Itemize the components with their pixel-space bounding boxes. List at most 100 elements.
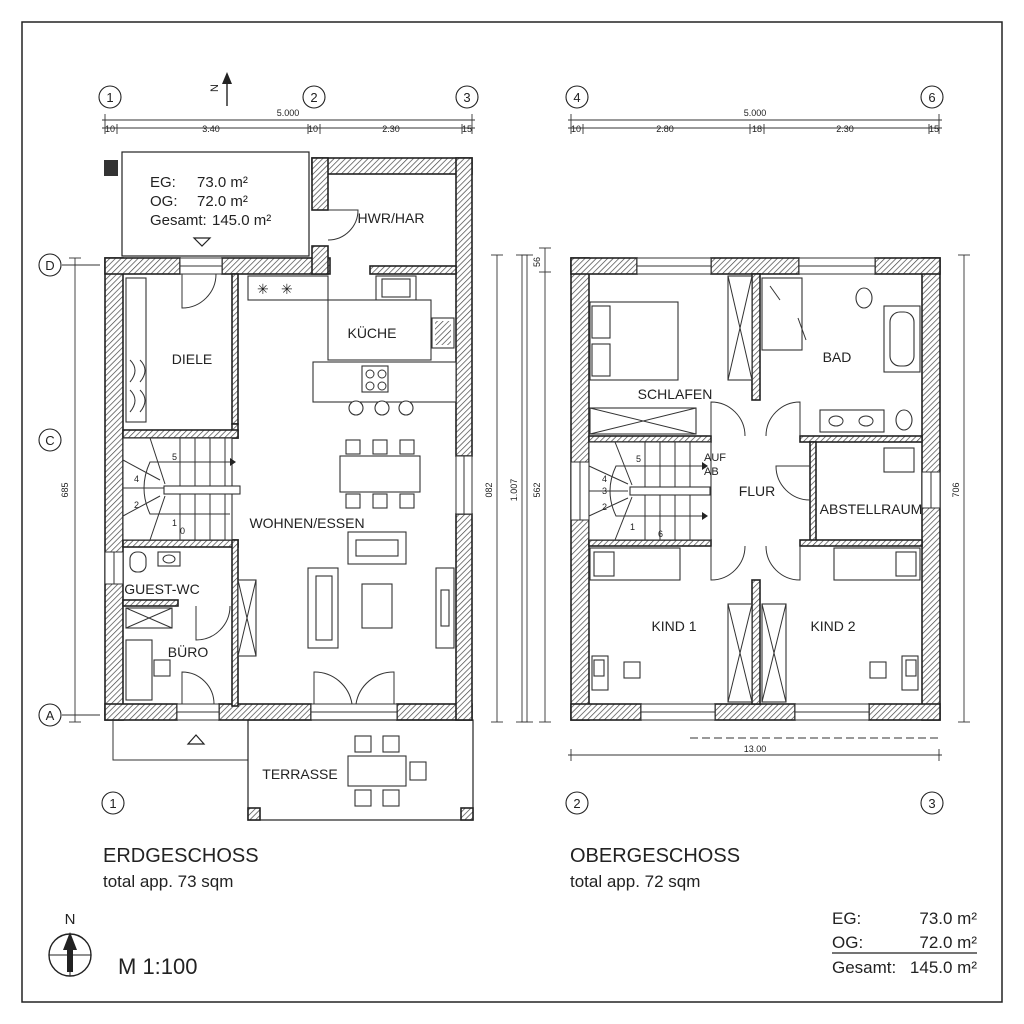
grid-label: 6 — [928, 90, 935, 105]
room-label-kind2: KIND 2 — [810, 618, 855, 634]
dimension-vertical: 082 — [484, 482, 494, 497]
grid-label: A — [46, 708, 55, 723]
og-walls — [570, 257, 941, 721]
scale-label: M 1:100 — [118, 954, 198, 979]
eg-room-labels: HWR/HAR KÜCHE DIELE WOHNEN/ESSEN GUEST-W… — [124, 210, 424, 660]
room-label-kind1: KIND 1 — [651, 618, 696, 634]
og-doors — [710, 401, 811, 581]
stair-step-number: 2 — [134, 500, 139, 510]
stair-step-number: 6 — [658, 529, 663, 539]
svg-text:N: N — [209, 84, 221, 92]
dimension-segment: 10 — [571, 124, 581, 134]
north-compass-icon — [48, 932, 92, 977]
grid-label: 3 — [928, 796, 935, 811]
eg-subtitle: total app. 73 sqm — [103, 872, 233, 891]
stair-step-number: 4 — [602, 474, 607, 484]
eg-dimension-top: 5.000 10 3.40 10 2.30 15 — [102, 108, 475, 134]
grid-label: 4 — [573, 90, 580, 105]
og-dimension-sides: 56 562 706 — [521, 247, 970, 723]
dimension-segment: 15 — [462, 124, 472, 134]
area-box-og-label: OG: — [150, 193, 178, 210]
svg-text:✳: ✳ — [257, 281, 269, 297]
dimension-vertical: 706 — [951, 482, 961, 497]
summary-eg-value: 73.0 m² — [919, 909, 977, 928]
og-grid-top: 4 6 — [565, 85, 944, 109]
room-label-auf: AUF — [704, 452, 726, 464]
dimension-segment: 2.30 — [382, 124, 400, 134]
grid-label: 1 — [106, 90, 113, 105]
dimension-total: 5.000 — [744, 108, 767, 118]
dimension-segment: 3.40 — [202, 124, 220, 134]
area-summary-box: EG: 73.0 m² OG: 72.0 m² Gesamt: 145.0 m² — [104, 151, 310, 257]
eg-grid-side: D C A 685 — [38, 253, 100, 727]
grid-label: C — [45, 433, 54, 448]
dimension-segment: 18 — [752, 124, 762, 134]
og-dimension-top: 5.000 10 2.80 18 2.30 15 — [568, 108, 942, 134]
summary-og-label: OG: — [832, 933, 863, 952]
og-dimension-bottom: 13.00 — [568, 737, 942, 761]
north-arrow-small-icon: N — [209, 72, 232, 106]
stair-step-number: 3 — [602, 486, 607, 496]
room-label-terrasse: TERRASSE — [262, 766, 337, 782]
area-box-eg-value: 73.0 m² — [197, 174, 248, 191]
svg-text:✳: ✳ — [281, 281, 293, 297]
summary-eg-label: EG: — [832, 909, 861, 928]
eg-walls — [104, 157, 473, 721]
room-label-buero: BÜRO — [168, 643, 209, 660]
room-label-wohnen: WOHNEN/ESSEN — [249, 515, 364, 531]
grid-label: 2 — [573, 796, 580, 811]
dimension-segment: 2.80 — [656, 124, 674, 134]
grid-label: 3 — [463, 90, 470, 105]
grid-label: 1 — [109, 796, 116, 811]
grid-label: D — [45, 258, 54, 273]
dimension-vertical: 1.007 — [509, 479, 519, 502]
og-title: OBERGESCHOSS — [570, 845, 740, 867]
stair-step-number: 5 — [172, 452, 177, 462]
og-room-labels: SCHLAFEN BAD AUF AB FLUR ABSTELLRAUM KIN… — [638, 349, 923, 634]
room-label-kueche: KÜCHE — [347, 324, 396, 341]
eg-dimension-right: 082 1.007 — [484, 254, 528, 723]
area-box-total-value: 145.0 m² — [212, 212, 271, 229]
eg-title: ERDGESCHOSS — [103, 845, 259, 867]
dimension-vertical: 685 — [60, 482, 70, 497]
dimension-vertical: 562 — [532, 482, 542, 497]
stair-step-number: 1 — [172, 518, 177, 528]
sheet-frame — [21, 21, 1003, 1003]
dimension-vertical: 56 — [532, 257, 542, 267]
room-label-bad: BAD — [823, 349, 852, 365]
summary-og-value: 72.0 m² — [919, 933, 977, 952]
terrasse: TERRASSE — [112, 719, 474, 821]
eg-grid-top: 1 2 3 — [98, 85, 479, 109]
stair-step-number: 0 — [180, 526, 185, 536]
dimension-bottom: 13.00 — [744, 744, 767, 754]
summary-total-label: Gesamt: — [832, 958, 896, 977]
dimension-segment: 10 — [105, 124, 115, 134]
eg-doors — [181, 209, 395, 705]
room-label-diele: DIELE — [172, 351, 212, 367]
area-summary-bottom: EG: 73.0 m² OG: 72.0 m² Gesamt: 145.0 m² — [832, 909, 977, 977]
area-box-og-value: 72.0 m² — [197, 193, 248, 210]
dimension-segment: 10 — [308, 124, 318, 134]
stair-step-number: 4 — [134, 474, 139, 484]
room-label-guest-wc: GUEST-WC — [124, 581, 199, 597]
north-label: N — [65, 911, 76, 928]
stair-step-number: 2 — [602, 502, 607, 512]
og-furniture: 5 4 3 2 1 6 — [588, 275, 921, 703]
dimension-segment: 15 — [929, 124, 939, 134]
stair-step-number: 5 — [636, 454, 641, 464]
dimension-segment: 2.30 — [836, 124, 854, 134]
stair-step-number: 1 — [630, 522, 635, 532]
area-box-total-label: Gesamt: — [150, 212, 207, 229]
room-label-flur: FLUR — [739, 483, 776, 499]
room-label-ab: AB — [704, 466, 719, 478]
summary-total-value: 145.0 m² — [910, 958, 977, 977]
area-box-eg-label: EG: — [150, 174, 176, 191]
grid-label: 2 — [310, 90, 317, 105]
og-subtitle: total app. 72 sqm — [570, 872, 700, 891]
room-label-abstellraum: ABSTELLRAUM — [820, 501, 923, 517]
dimension-total: 5.000 — [277, 108, 300, 118]
room-label-hwr: HWR/HAR — [358, 210, 425, 226]
eg-furniture: ✳ ✳ — [122, 275, 457, 701]
room-label-schlafen: SCHLAFEN — [638, 386, 713, 402]
